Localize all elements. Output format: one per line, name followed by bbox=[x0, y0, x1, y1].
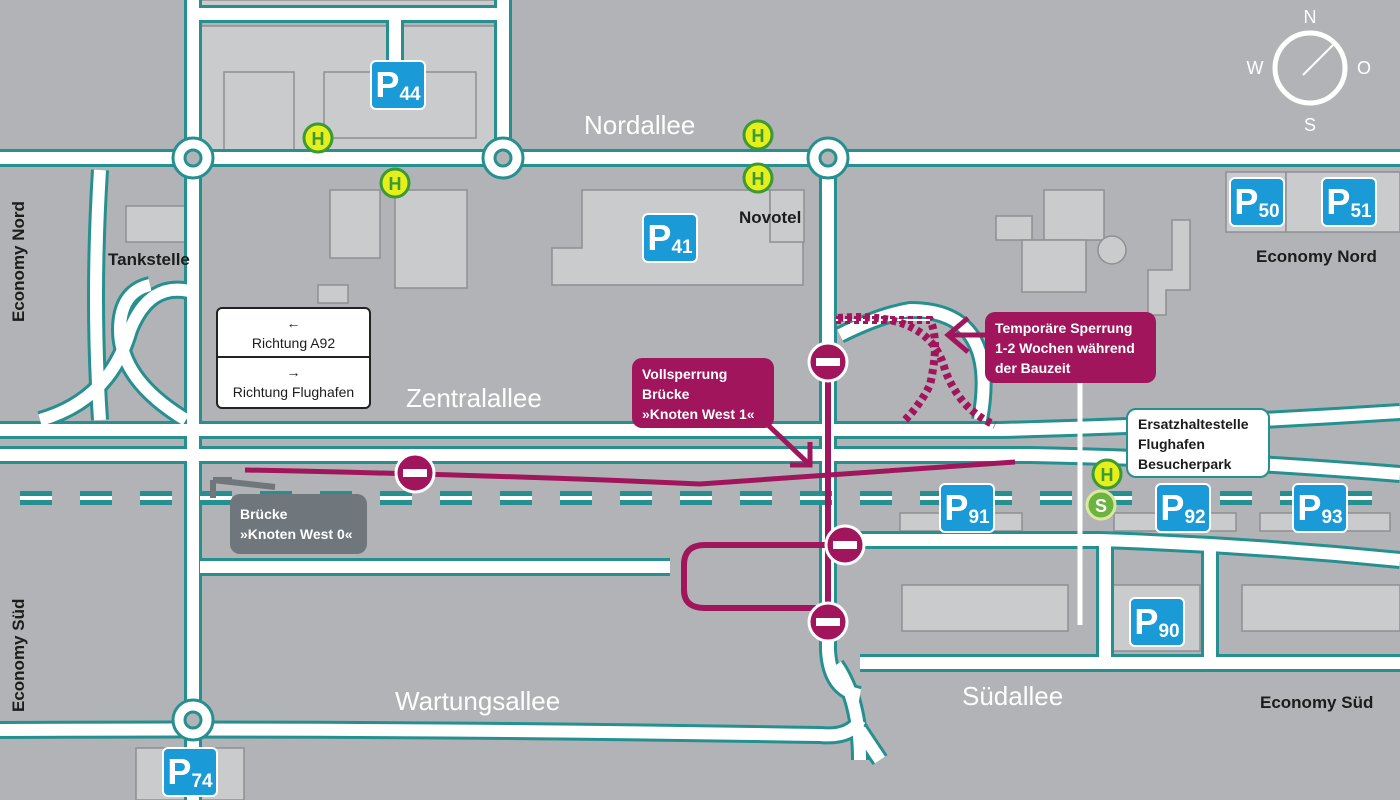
no-entry-signs bbox=[394, 341, 866, 643]
street-wartungsallee: Wartungsallee bbox=[395, 686, 560, 716]
no-entry-icon bbox=[824, 524, 866, 566]
bus-stop-icon: H bbox=[302, 122, 334, 154]
svg-text:H: H bbox=[312, 129, 325, 149]
street-nordallee: Nordallee bbox=[584, 110, 695, 140]
svg-text:H: H bbox=[752, 126, 765, 146]
callout-knoten-west-0: Brücke»Knoten West 0« bbox=[230, 494, 367, 554]
arrow-left-icon: ← bbox=[286, 315, 301, 331]
s-bahn-icon: S bbox=[1085, 489, 1117, 521]
bus-stop-icon: H bbox=[1091, 458, 1123, 490]
street-zentralallee: Zentralallee bbox=[406, 383, 542, 413]
bus-stops: H H H H H S bbox=[302, 119, 1123, 521]
svg-text:O: O bbox=[1357, 58, 1371, 78]
bus-stop-icon: H bbox=[379, 167, 411, 199]
street-suedallee: Südallee bbox=[962, 681, 1063, 711]
svg-text:H: H bbox=[389, 174, 402, 194]
bus-stop-icon: H bbox=[742, 119, 774, 151]
label-economy-nord-vertical: Economy Nord bbox=[9, 201, 28, 322]
compass-icon: N S W O bbox=[1247, 7, 1372, 135]
label-economy-nord: Economy Nord bbox=[1256, 247, 1377, 266]
direction-sign: ← Richtung A92 → Richtung Flughafen bbox=[216, 307, 371, 409]
no-entry-icon bbox=[807, 341, 849, 383]
roundabouts bbox=[171, 136, 850, 742]
label-economy-sued: Economy Süd bbox=[1260, 693, 1373, 712]
label-economy-sued-vertical: Economy Süd bbox=[9, 599, 28, 712]
label-novotel: Novotel bbox=[739, 208, 801, 227]
callout-arrow bbox=[210, 477, 276, 498]
svg-text:H: H bbox=[1101, 465, 1114, 485]
label-tankstelle: Tankstelle bbox=[108, 250, 190, 269]
no-entry-icon bbox=[807, 601, 849, 643]
closure-routes bbox=[244, 313, 1016, 625]
arrow-right-icon: → bbox=[286, 364, 301, 380]
direction-flughafen: Richtung Flughafen bbox=[232, 384, 355, 400]
bus-stop-icon: H bbox=[742, 162, 774, 194]
direction-a92: Richtung A92 bbox=[251, 335, 336, 351]
svg-text:N: N bbox=[1304, 7, 1317, 27]
no-entry-icon bbox=[394, 452, 436, 494]
svg-text:H: H bbox=[752, 169, 765, 189]
svg-text:S: S bbox=[1095, 496, 1107, 516]
svg-text:S: S bbox=[1304, 115, 1316, 135]
svg-text:W: W bbox=[1247, 58, 1264, 78]
